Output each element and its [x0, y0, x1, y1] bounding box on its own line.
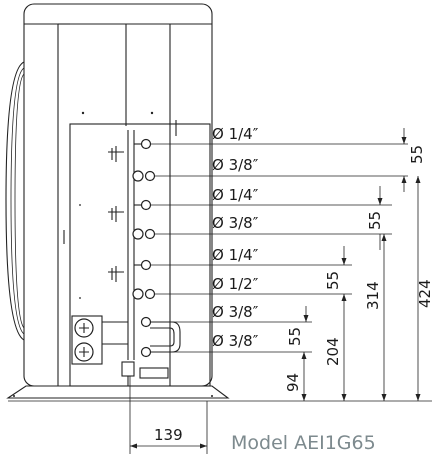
pipe-label-3: Ø 1/4″ — [212, 186, 259, 204]
connector-8 — [140, 346, 312, 358]
dim-height-424: 424 — [416, 279, 432, 308]
model-caption: Model AEI1G65 — [231, 432, 376, 454]
dim-height-204: 204 — [324, 337, 342, 366]
dim-spacing-1: 55 — [408, 145, 426, 164]
valve-column — [71, 130, 181, 386]
spacing-dimensions — [303, 128, 407, 322]
pipe-label-6: Ø 1/2″ — [212, 275, 259, 293]
dim-spacing-2: 55 — [366, 211, 384, 230]
pipe-label-1: Ø 1/4″ — [212, 125, 259, 143]
pipe-label-8: Ø 3/8″ — [212, 332, 259, 350]
connector-3 — [134, 199, 392, 211]
dim-width-139: 139 — [154, 426, 183, 444]
width-dimension — [129, 376, 208, 454]
connector-1 — [134, 138, 408, 150]
dim-height-94: 94 — [284, 373, 302, 392]
dim-spacing-3: 55 — [324, 271, 342, 290]
connector-5 — [134, 259, 352, 271]
pipe-label-7: Ø 3/8″ — [212, 303, 259, 321]
pipe-labels: Ø 1/4″ Ø 3/8″ Ø 1/4″ Ø 3/8″ Ø 1/4″ Ø 1/2… — [212, 125, 259, 350]
pipe-label-2: Ø 3/8″ — [212, 156, 259, 174]
fan-guard — [5, 61, 25, 341]
connector-4 — [132, 228, 392, 240]
pipe-label-4: Ø 3/8″ — [212, 214, 259, 232]
unit-cabinet — [23, 3, 213, 387]
connector-6 — [132, 288, 352, 300]
pipe-connections — [132, 138, 408, 358]
dim-spacing-4: 55 — [286, 327, 304, 346]
height-dimensions — [228, 176, 432, 402]
unit-base — [6, 367, 230, 402]
dim-height-314: 314 — [364, 281, 382, 310]
connector-7 — [140, 316, 312, 328]
connector-2 — [132, 170, 408, 182]
pipe-label-5: Ø 1/4″ — [212, 246, 259, 264]
